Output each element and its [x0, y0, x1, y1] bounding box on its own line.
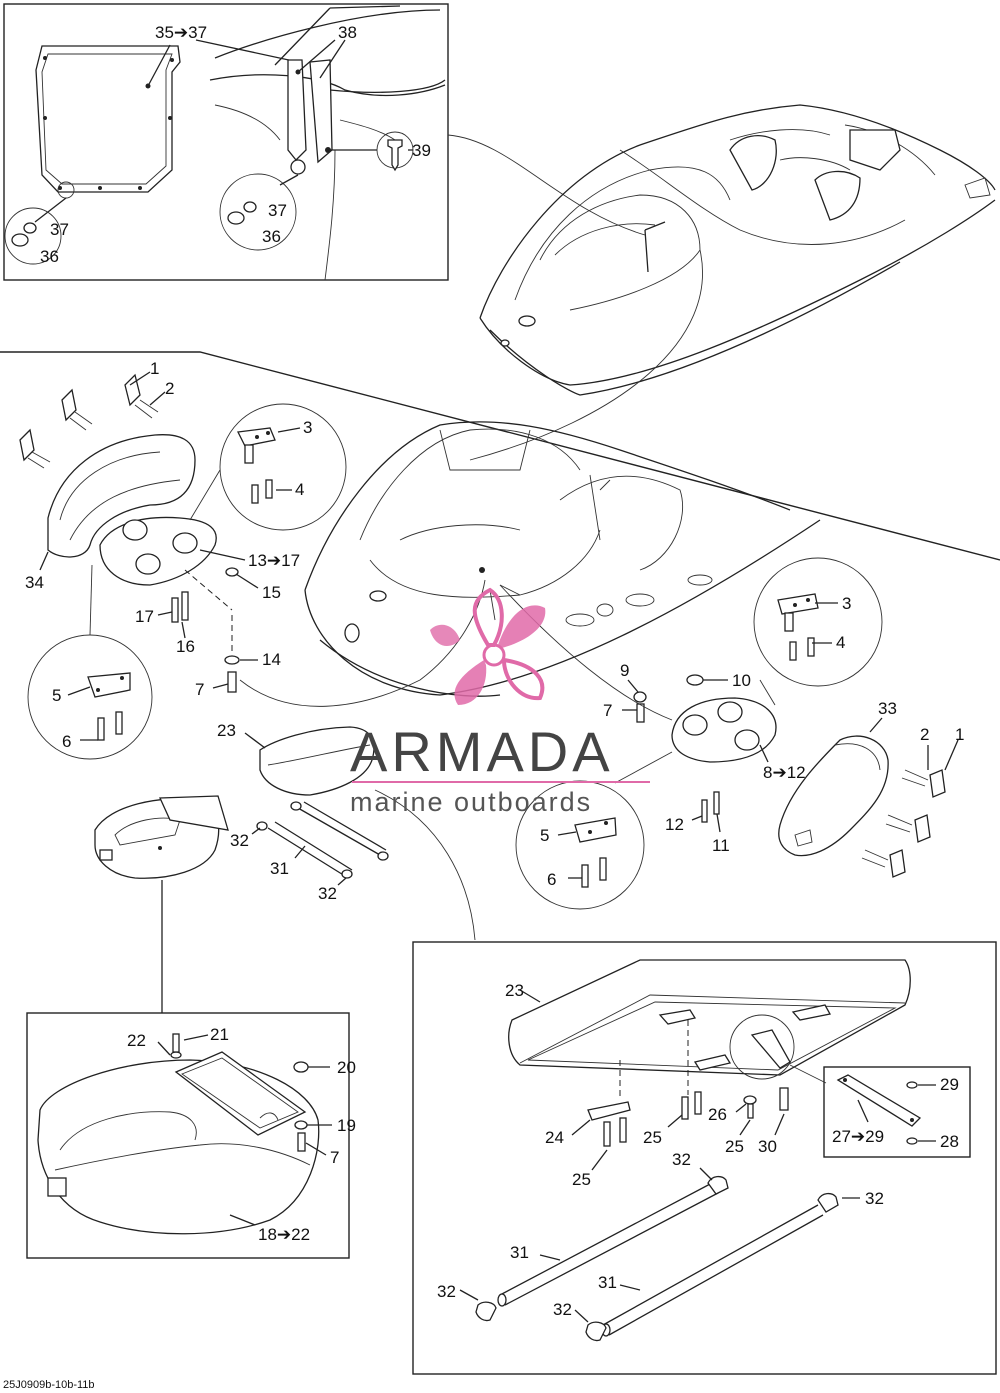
- detail-circle-left: [4, 207, 62, 265]
- label-31-right: 31: [598, 1273, 617, 1292]
- seat-top-23: [259, 726, 375, 796]
- label-25-c: 25: [572, 1170, 591, 1189]
- label-32-lower: 32: [318, 884, 337, 903]
- label-26: 26: [708, 1105, 727, 1124]
- clip-set-left: [19, 373, 159, 469]
- label-5-right: 5: [540, 826, 549, 845]
- label-32-upper: 32: [230, 831, 249, 850]
- detail-circle-5-6-left: [27, 634, 153, 760]
- label-13-17: 13➔17: [248, 551, 300, 570]
- seat-base-left: [99, 516, 217, 586]
- label-29: 29: [940, 1075, 959, 1094]
- inset-seat-cushion: [26, 1012, 350, 1259]
- label-7-left: 7: [195, 680, 204, 699]
- screw-39: [376, 131, 414, 172]
- armada-logo: [430, 587, 546, 705]
- clip-set-right: [861, 769, 946, 878]
- fastener-17-16: [171, 591, 189, 623]
- detail-circle-3-4-left: [219, 403, 347, 531]
- bow-cockpit: [304, 421, 821, 697]
- label-4-right: 4: [836, 633, 845, 652]
- watermark-tagline: marine outboards: [350, 787, 592, 817]
- label-5-left: 5: [52, 686, 61, 705]
- label-39: 39: [412, 141, 431, 160]
- seat-cushion-main: [94, 795, 229, 879]
- label-3-left: 3: [303, 418, 312, 437]
- label-31-main: 31: [270, 859, 289, 878]
- label-15: 15: [262, 583, 281, 602]
- inset-front-panel: [3, 3, 449, 281]
- label-32-right: 32: [865, 1189, 884, 1208]
- label-37-left: 37: [50, 220, 69, 239]
- label-3-right: 3: [842, 594, 851, 613]
- label-2-left: 2: [165, 379, 174, 398]
- label-36-mid: 36: [262, 227, 281, 246]
- bracket-24-screws: [587, 1091, 702, 1147]
- label-28: 28: [940, 1132, 959, 1151]
- screw-30: [779, 1087, 789, 1111]
- main-view-frame: [0, 351, 1000, 561]
- label-34: 34: [25, 573, 44, 592]
- fastener-11-12: [701, 791, 720, 823]
- label-33: 33: [878, 699, 897, 718]
- inset-seat-base: [412, 941, 997, 1375]
- label-6-left: 6: [62, 732, 71, 751]
- label-17: 17: [135, 607, 154, 626]
- label-4-left: 4: [295, 480, 304, 499]
- label-9: 9: [620, 661, 629, 680]
- label-24: 24: [545, 1128, 564, 1147]
- label-31-left: 31: [510, 1243, 529, 1262]
- label-19: 19: [337, 1116, 356, 1135]
- access-panel: [35, 45, 181, 199]
- label-7-cushion: 7: [330, 1148, 339, 1167]
- label-32-bottom-left: 32: [437, 1282, 456, 1301]
- label-35-37: 35➔37: [155, 23, 207, 42]
- detail-circle-mid: [219, 173, 297, 251]
- label-22: 22: [127, 1031, 146, 1050]
- seat-cushion-detail: [37, 1051, 320, 1235]
- label-32-bottom-mid: 32: [553, 1300, 572, 1319]
- label-1-right: 1: [955, 725, 964, 744]
- seat-base-right: [671, 697, 777, 763]
- screw-7-14: [224, 655, 240, 693]
- rods-31-main: [256, 801, 389, 879]
- label-38: 38: [338, 23, 357, 42]
- backrest-34: [47, 434, 196, 558]
- label-20: 20: [337, 1058, 356, 1077]
- backrest-33: [778, 735, 889, 857]
- label-23-main: 23: [217, 721, 236, 740]
- label-27-29: 27➔29: [832, 1127, 884, 1146]
- seat-base-tray: [508, 959, 911, 1080]
- label-36-left: 36: [40, 247, 59, 266]
- label-10: 10: [732, 671, 751, 690]
- label-2-right: 2: [920, 725, 929, 744]
- label-21: 21: [210, 1025, 229, 1044]
- label-18-22: 18➔22: [258, 1225, 310, 1244]
- inset-bracket: [823, 1066, 971, 1158]
- label-25-a: 25: [643, 1128, 662, 1147]
- detail-circle-5-6-right: [515, 780, 645, 910]
- label-1-left: 1: [150, 359, 159, 378]
- detail-circle-3-4-right: [753, 557, 883, 687]
- drawing-code: 25J0909b-10b-11b: [3, 1379, 95, 1391]
- label-30: 30: [758, 1137, 777, 1156]
- bracket-27-29: [836, 1074, 922, 1145]
- label-23-detail: 23: [505, 981, 524, 1000]
- boat-overview: [479, 104, 996, 396]
- label-32-top: 32: [672, 1150, 691, 1169]
- label-7-right: 7: [603, 701, 612, 720]
- label-16: 16: [176, 637, 195, 656]
- label-25-b: 25: [725, 1137, 744, 1156]
- label-8-12: 8➔12: [763, 763, 806, 782]
- label-14: 14: [262, 650, 281, 669]
- label-6-right: 6: [547, 870, 556, 889]
- label-11: 11: [712, 836, 730, 855]
- watermark-brand: ARMADA: [350, 720, 614, 783]
- rods-31-detail: [475, 1175, 839, 1342]
- label-37-mid: 37: [268, 201, 287, 220]
- label-12: 12: [665, 815, 684, 834]
